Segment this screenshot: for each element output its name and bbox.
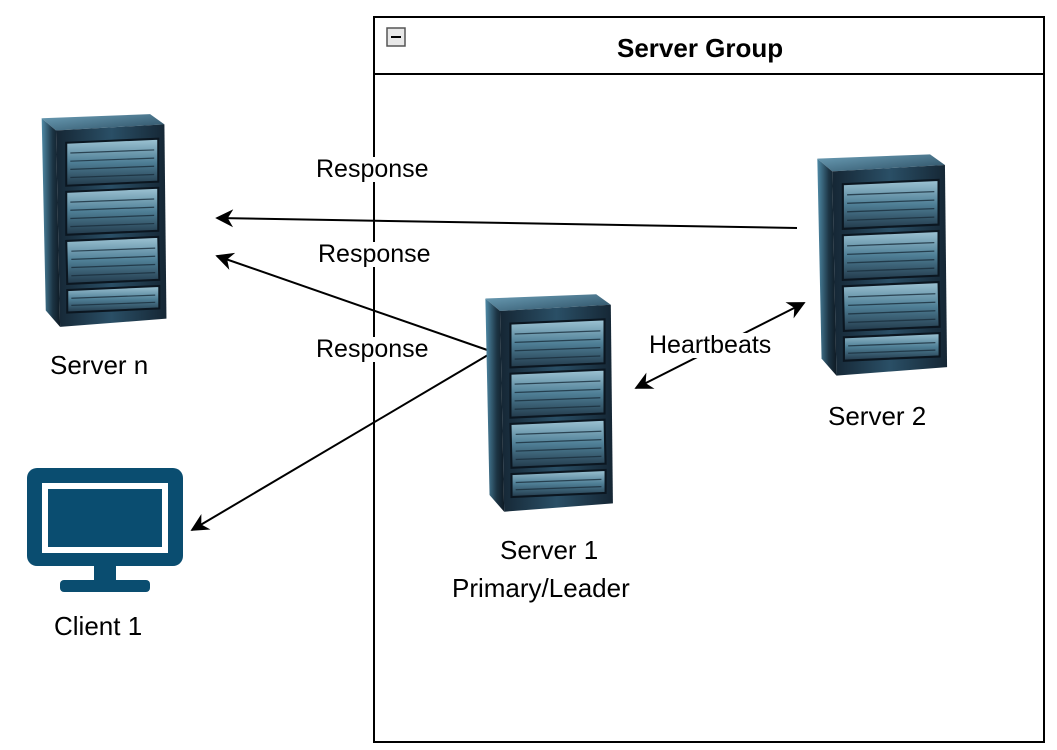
- server-n-icon[interactable]: [40, 113, 168, 328]
- monitor-icon[interactable]: [27, 468, 183, 592]
- client-1-label: Client 1: [54, 611, 143, 641]
- response-label-bottom: Response: [314, 335, 431, 363]
- server-2-label: Server 2: [828, 401, 927, 431]
- response-edge-server2-to-servern[interactable]: [215, 209, 798, 229]
- server-group-container[interactable]: [373, 16, 1045, 743]
- response-label-top: Response: [314, 155, 431, 183]
- server-1-label: Server 1: [500, 535, 599, 565]
- server-2-icon[interactable]: [816, 153, 949, 377]
- server-n-label: Server n: [50, 350, 149, 380]
- heartbeats-label: Heartbeats: [647, 331, 774, 359]
- collapse-icon[interactable]: [386, 27, 406, 47]
- response-edge-server1-to-client1[interactable]: [190, 351, 494, 531]
- response-label-middle: Response: [316, 240, 433, 268]
- response-edge-server1-to-servern[interactable]: [215, 252, 494, 353]
- server-1-role-label: Primary/Leader: [452, 573, 630, 603]
- server-group-title: Server Group: [617, 33, 784, 63]
- server-1-icon[interactable]: [484, 293, 614, 513]
